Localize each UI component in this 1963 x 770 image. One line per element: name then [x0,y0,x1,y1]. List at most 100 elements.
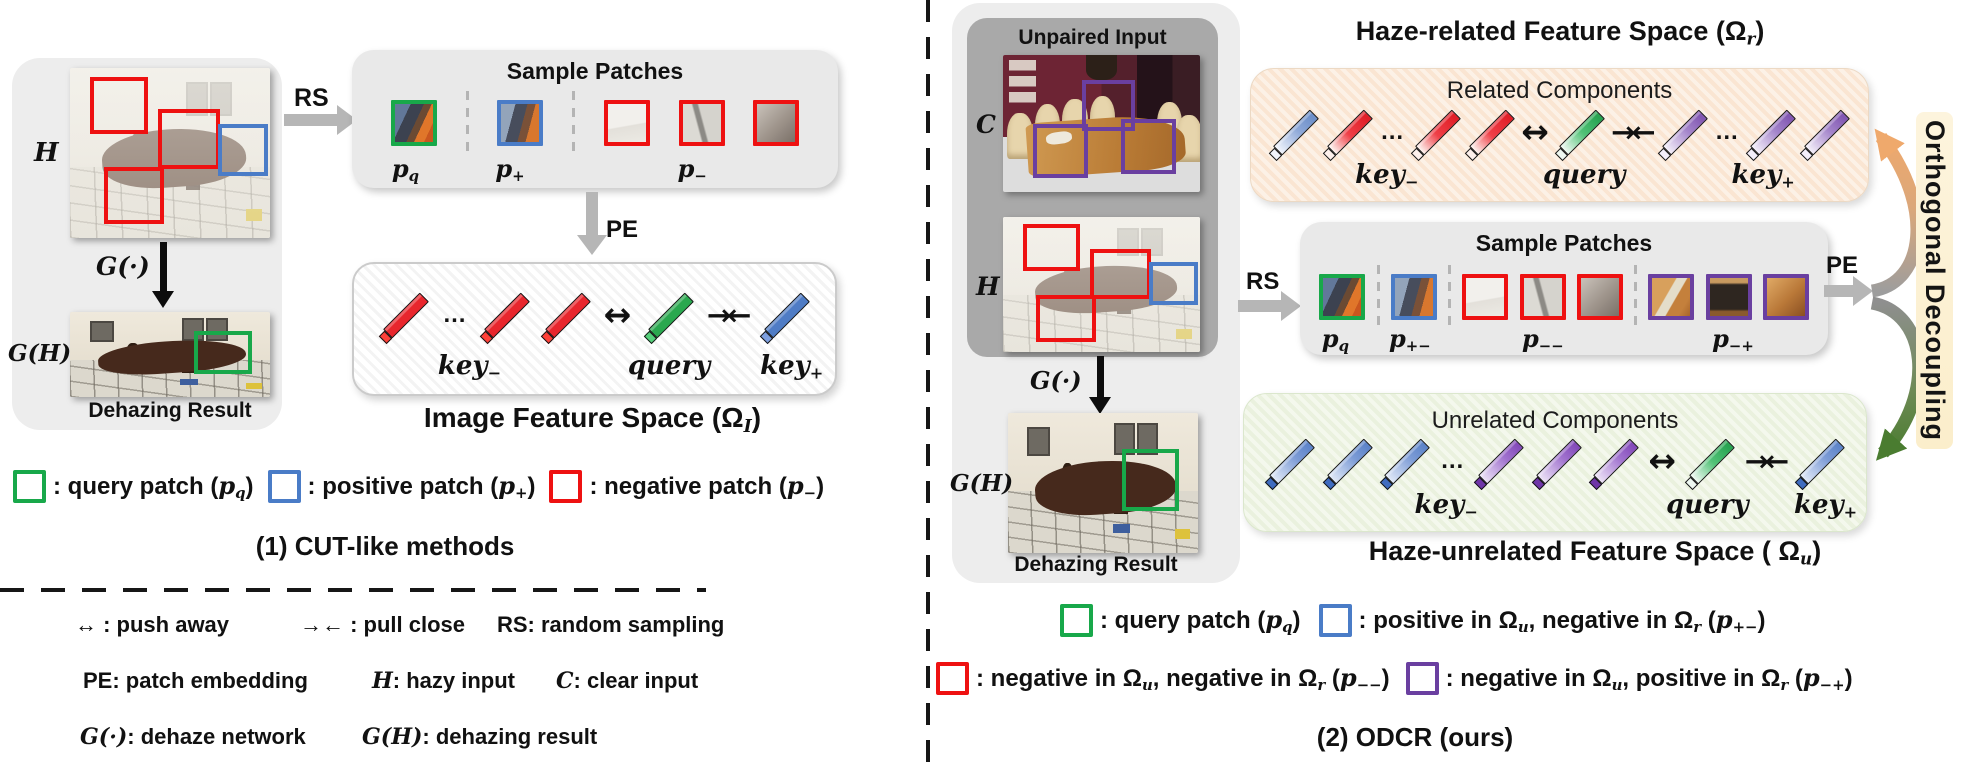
legend-text: : negative in Ωu, positive in Ωr (p−+) [1445,662,1853,695]
blue-patch-swatch [1318,604,1352,637]
feature-vector-bar [1476,438,1525,485]
right-caption: (2) ODCR (ours) [1316,722,1514,752]
legend-item: : negative patch (p−) [549,470,824,503]
red-patch-swatch [936,662,969,695]
vertical-divider [926,0,930,770]
right-legend-row-1: : query patch (pq) : positive in Ωu, nega… [1060,604,1766,637]
unrelated-bar-row: …↔→← [1256,436,1854,486]
patch-label-pmp: p−+ [1712,324,1754,356]
image-feature-space-title: Image Feature Space (ΩI) [423,402,762,437]
legend-text: : positive patch (p+) [307,470,536,503]
feature-vector-bar [1797,438,1845,485]
patch-label-pq: pq [1321,324,1349,356]
negative-patch-marker [1089,249,1151,300]
patch-label-pplus: p+ [495,154,525,186]
patch-embedding-arrow [577,192,607,255]
feature-vector-bar [1325,109,1374,156]
red-sample-patch [603,100,650,146]
legend-text: : query patch (pq) [53,470,254,503]
query-patch-marker [194,330,252,375]
wall-frames [1008,60,1037,108]
glossary-push: ↔ : push away [75,612,230,637]
key-pos-label: key+ [1793,490,1858,522]
glossary-gh: G(H): dehazing result [362,724,598,750]
red-sample-patch [753,100,800,146]
dehazing-result-photo-right [1008,413,1198,553]
patch-separator [1634,265,1637,329]
key-pos-label: key+ [760,351,824,383]
query-label: query [1666,490,1749,520]
key-neg-label: key− [437,351,502,383]
patch-separator [1448,265,1451,329]
blue-sample-patch [1390,274,1437,320]
feature-vector-bar [1557,109,1605,156]
legend-item: : positive in Ωu, negative in Ωr (p+−) [1318,604,1766,637]
feature-vector-bar [1534,438,1582,485]
legend-item: : query patch (pq) [1060,604,1301,637]
legend-item: : negative in Ωu, negative in Ωr (p−−) [936,662,1390,695]
glossary-rs: RS: random sampling [497,612,725,637]
feature-vector-bar [381,292,429,339]
patch-embedding-arrow-right [1824,276,1873,306]
related-components-title: Related Components [1446,77,1673,104]
push-away-arrow: ↔ [1521,112,1549,151]
clear-input-photo [1003,55,1200,192]
patch-label-pneg: p− [677,154,707,186]
negative-patch-marker [158,108,220,170]
blue-patch-swatch [267,470,301,503]
wall-frame [206,317,228,341]
green-sample-patch [1319,274,1366,320]
green-patch-swatch [13,470,46,503]
patch-separator [572,91,575,155]
blue-sample-patch [497,100,544,146]
result-var-label-right: G(H) [950,470,1014,497]
related-components-box: Related Components …↔→←… key− query key+ [1250,68,1869,202]
purple-sample-patch [1648,274,1695,320]
random-sampling-arrow-right [1238,291,1301,321]
rs-label-right: RS [1246,268,1280,295]
green-sample-patch [390,100,437,146]
query-label: query [1542,160,1626,190]
glossary-c: C: clear input [556,668,699,694]
ellipsis: … [442,301,467,328]
legend-text: : negative patch (p−) [589,470,825,503]
related-bar-row: …↔→←… [1263,107,1856,157]
legend-item: : query patch (pq) [13,470,254,503]
left-legend-row: : query patch (pq) : positive patch (p+):… [13,470,824,503]
feature-bar-row: …↔→← [366,288,823,342]
ellipsis: … [1380,118,1405,145]
dehaze-network-label: G(·) [96,252,150,281]
wall-frame [1137,422,1159,455]
haze-unrelated-space-title: Haze-unrelated Feature Space ( Ωu) [1368,536,1822,569]
feature-vector-bar [1271,109,1320,156]
purple-sample-patch [1762,274,1809,320]
ellipsis: … [1440,447,1465,474]
yellow-object [1175,529,1191,539]
pull-close-arrow: →← [1744,444,1790,478]
query-label: query [627,351,711,381]
negative-patch-marker [1036,295,1096,343]
patch-label-pq: pq [391,154,420,186]
hazy-input-photo [70,68,270,238]
left-caption: (1) CUT-like methods [255,531,515,561]
feature-vector-bar [1687,438,1736,485]
sample-patches-box: Sample Patches pq p+ p− [352,50,838,188]
legend-text: : positive in Ωu, negative in Ωr (p+−) [1358,604,1766,637]
key-neg-label: key− [1355,160,1419,192]
haze-related-space-title: Haze-related Feature Space (Ωr) [1355,16,1765,49]
red-sample-patch [1519,274,1566,320]
sample-patches-box-right: Sample Patches pq p+− p−− p−+ [1300,222,1828,355]
yellow-object [246,382,262,389]
orthogonal-decoupling-label: Orthogonal Decoupling [1916,112,1953,449]
query-patch-marker [1122,449,1180,511]
haze-overlay [70,68,270,238]
haze-overlay [1003,217,1200,352]
feature-vector-bar [482,292,531,339]
feature-vector-bar [543,292,591,339]
red-sample-patch [1576,274,1623,320]
purple-patch-marker [1081,79,1136,132]
green-patch-swatch [1060,604,1093,637]
dehazing-result-photo [70,312,270,397]
result-var-label: G(H) [8,340,72,367]
